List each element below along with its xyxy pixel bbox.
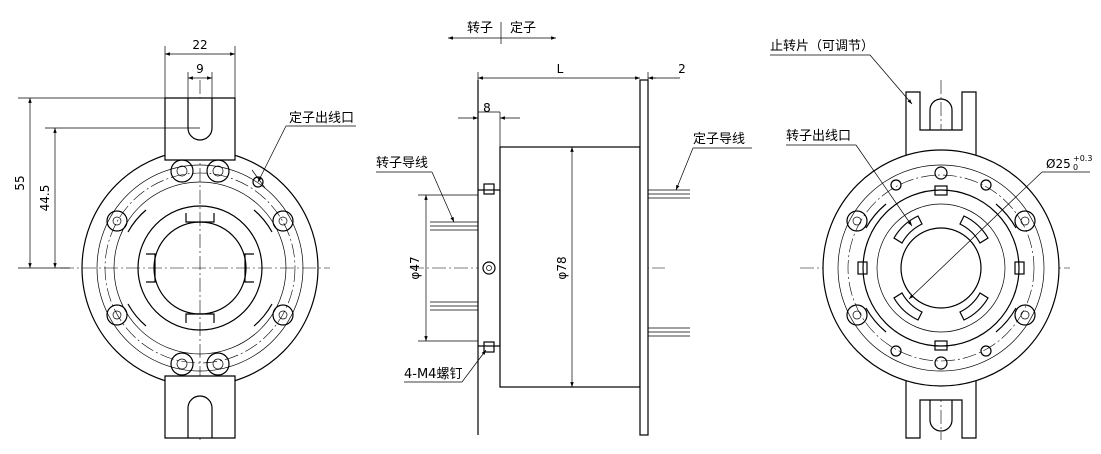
dim-9-text: 9 xyxy=(196,62,204,76)
dim-2-text: 2 xyxy=(678,62,686,76)
side-center-screw xyxy=(482,261,496,275)
stator-label: 定子 xyxy=(510,21,536,36)
stator-outlet-leader xyxy=(257,125,287,183)
rotor-outlet-label: 转子出线口 xyxy=(786,129,851,144)
back-notches xyxy=(857,185,1025,351)
dim-55-text: 55 xyxy=(13,175,27,190)
rotor-wire-leader xyxy=(431,171,455,223)
front-top-tab xyxy=(164,97,236,161)
front-bottom-slot xyxy=(187,395,213,438)
back-top-tab-slot xyxy=(929,98,953,130)
bore-tol-upper: +0.3 xyxy=(1073,154,1092,163)
back-ring-4 xyxy=(876,203,1006,333)
front-ring-2 xyxy=(96,164,304,372)
dim-8-text: 8 xyxy=(483,101,491,115)
side-flange xyxy=(639,79,649,436)
back-bottom-tab-slot xyxy=(929,400,953,432)
rotor-wires xyxy=(430,221,478,311)
rotor-wire-label: 转子导线 xyxy=(376,156,428,171)
front-key-right xyxy=(244,253,254,283)
back-bore xyxy=(900,227,982,309)
side-screw-bottom xyxy=(483,341,495,353)
dim-phi47-text: φ47 xyxy=(408,256,422,279)
back-bottom-stop-tab xyxy=(905,373,977,439)
bore-dim-text: Ø25 xyxy=(1046,157,1071,171)
front-slot-ur xyxy=(253,209,273,233)
front-top-slot xyxy=(187,98,213,141)
back-ring-2 xyxy=(837,164,1045,372)
screw-label: 4-M4螺钉 xyxy=(404,367,462,382)
front-view: 22 9 55 44.5 定子出线口 xyxy=(13,38,356,440)
front-bottom-tab xyxy=(164,375,236,439)
front-ring-3 xyxy=(113,181,287,355)
stator-wire-label: 定子导线 xyxy=(693,132,745,147)
dim-22-text: 22 xyxy=(192,38,207,52)
dim-phi78-text: φ78 xyxy=(555,256,569,279)
stator-wire-leader xyxy=(675,147,694,191)
dim-44-5-text: 44.5 xyxy=(38,185,52,212)
front-slot-ll xyxy=(127,303,147,327)
bore-tol-lower: 0 xyxy=(1073,163,1078,172)
back-slot-ll xyxy=(865,307,887,333)
front-screw-holes xyxy=(106,159,294,376)
dim-L-text: L xyxy=(557,62,564,76)
bore-dim-leader xyxy=(908,171,1043,300)
back-slot-ur xyxy=(995,203,1017,229)
stop-tab-label: 止转片（可调节） xyxy=(770,39,874,54)
back-slot-ul xyxy=(865,203,887,229)
screw-leader xyxy=(461,349,487,383)
side-view: 转子 定子 xyxy=(376,21,752,436)
back-ring-3 xyxy=(862,189,1020,347)
stator-wires xyxy=(648,189,690,337)
stop-tab-leader xyxy=(869,54,913,105)
front-bolt-circle xyxy=(104,172,296,364)
front-slot-ul xyxy=(127,209,147,233)
front-hub-outer xyxy=(137,205,263,331)
back-slot-lr xyxy=(995,307,1017,333)
back-rotor-slots xyxy=(893,215,989,321)
front-slot-lr xyxy=(253,303,273,327)
back-bolt-circle xyxy=(847,174,1035,362)
front-bore xyxy=(153,221,247,315)
side-screw-top xyxy=(483,183,495,195)
rotor-outlet-leader xyxy=(855,144,913,227)
front-key-left xyxy=(146,253,156,283)
back-screw-holes xyxy=(846,166,1036,370)
rotor-label: 转子 xyxy=(467,21,493,36)
back-view: 止转片（可调节） 转子出线口 Ø25 +0.3 0 xyxy=(770,39,1092,440)
stator-outlet-label: 定子出线口 xyxy=(289,111,354,126)
side-body xyxy=(499,146,641,388)
side-rotor-collar xyxy=(477,189,501,347)
